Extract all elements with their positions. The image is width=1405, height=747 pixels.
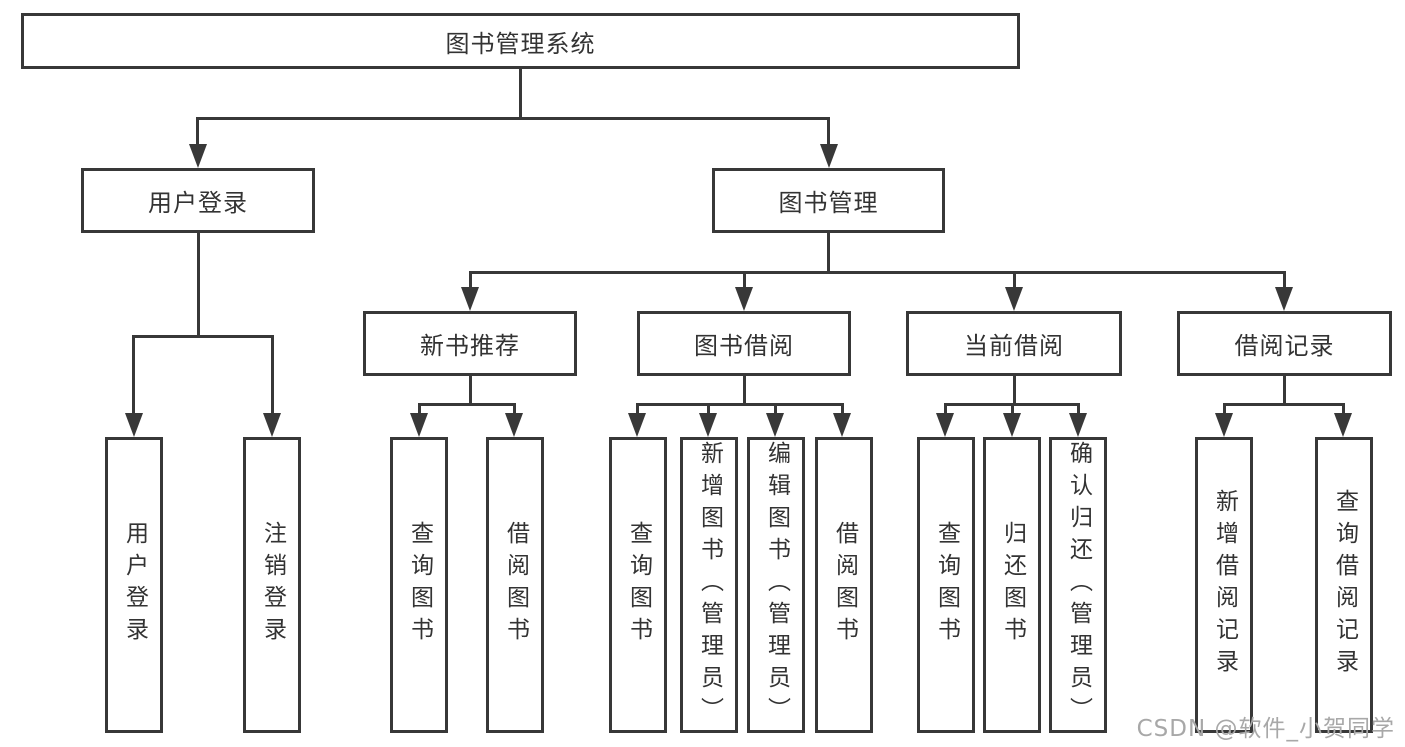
connector-shaft bbox=[707, 403, 710, 417]
node-book-borrowing: 图书借阅 bbox=[637, 311, 851, 376]
arrowhead-down-icon bbox=[1334, 413, 1352, 437]
leaf-query-books-recommend: 查询图书 bbox=[390, 437, 448, 733]
node-label: 图书管理 bbox=[778, 189, 879, 217]
arrowhead-down-icon bbox=[125, 413, 143, 437]
connector-root-stem bbox=[519, 69, 522, 117]
leaf-query-borrow-record: 查询借阅记录 bbox=[1315, 437, 1373, 733]
connector-shaft bbox=[1011, 403, 1014, 417]
arrowhead-down-icon bbox=[461, 287, 479, 311]
arrowhead-down-icon bbox=[410, 413, 428, 437]
node-user-login: 用户登录 bbox=[81, 168, 315, 233]
connector-shaft bbox=[196, 117, 199, 147]
leaf-query-books-current: 查询图书 bbox=[917, 437, 975, 733]
connector-shaft bbox=[132, 335, 135, 415]
arrowhead-down-icon bbox=[1275, 287, 1293, 311]
arrowhead-down-icon bbox=[1069, 413, 1087, 437]
leaf-add-book-admin: 新增图书（管理员） bbox=[680, 437, 738, 733]
connector-shaft bbox=[827, 117, 830, 147]
node-label: 借阅图书 bbox=[502, 521, 529, 649]
connector-root-hbar bbox=[197, 117, 830, 120]
node-label: 新书推荐 bbox=[420, 332, 520, 360]
connector-shaft bbox=[1077, 403, 1080, 417]
connector-shaft bbox=[1013, 271, 1016, 290]
connector-stem bbox=[1283, 376, 1286, 403]
node-library-management-system: 图书管理系统 bbox=[21, 13, 1020, 69]
connector-shaft bbox=[774, 403, 777, 417]
node-label: 查询图书 bbox=[406, 521, 433, 649]
node-label: 图书管理系统 bbox=[445, 29, 596, 58]
arrowhead-down-icon bbox=[505, 413, 523, 437]
arrowhead-down-icon bbox=[1003, 413, 1021, 437]
connector-userlogin-hbar bbox=[132, 335, 274, 338]
node-new-book-recommend: 新书推荐 bbox=[363, 311, 577, 376]
arrowhead-down-icon bbox=[1005, 287, 1023, 311]
arrowhead-down-icon bbox=[833, 413, 851, 437]
node-label: 借阅记录 bbox=[1234, 332, 1335, 360]
connector-stem bbox=[743, 376, 746, 403]
connector-stem bbox=[469, 376, 472, 403]
arrowhead-down-icon bbox=[263, 413, 281, 437]
node-label: 查询图书 bbox=[933, 521, 960, 649]
arrowhead-down-icon bbox=[699, 413, 717, 437]
csdn-watermark: CSDN @软件_小贺同学 bbox=[1136, 716, 1395, 742]
leaf-return-book: 归还图书 bbox=[983, 437, 1041, 733]
connector-shaft bbox=[418, 403, 421, 417]
arrowhead-down-icon bbox=[628, 413, 646, 437]
leaf-query-books-borrow: 查询图书 bbox=[609, 437, 667, 733]
connector-hbar bbox=[418, 403, 516, 406]
node-borrowing-records: 借阅记录 bbox=[1177, 311, 1392, 376]
leaf-borrow-books: 借阅图书 bbox=[815, 437, 873, 733]
arrowhead-down-icon bbox=[735, 287, 753, 311]
node-label: 注销登录 bbox=[259, 521, 286, 649]
arrowhead-down-icon bbox=[189, 144, 207, 168]
connector-hbar bbox=[636, 403, 844, 406]
arrowhead-down-icon bbox=[766, 413, 784, 437]
connector-shaft bbox=[1342, 403, 1345, 417]
node-label: 新增借阅记录 bbox=[1211, 489, 1238, 681]
node-label: 当前借阅 bbox=[964, 332, 1064, 360]
leaf-logout: 注销登录 bbox=[243, 437, 301, 733]
connector-stem bbox=[1013, 376, 1016, 403]
node-label: 确认归还（管理员） bbox=[1065, 441, 1092, 729]
connector-bookmgmt-hbar bbox=[469, 271, 1285, 274]
node-label: 图书借阅 bbox=[694, 332, 794, 360]
node-book-management: 图书管理 bbox=[712, 168, 945, 233]
node-label: 归还图书 bbox=[999, 521, 1026, 649]
leaf-confirm-return-admin: 确认归还（管理员） bbox=[1049, 437, 1107, 733]
connector-shaft bbox=[271, 335, 274, 415]
leaf-add-borrow-record: 新增借阅记录 bbox=[1195, 437, 1253, 733]
connector-shaft bbox=[1223, 403, 1226, 417]
node-label: 借阅图书 bbox=[831, 521, 858, 649]
connector-shaft bbox=[743, 271, 746, 290]
node-label: 编辑图书（管理员） bbox=[763, 441, 790, 729]
node-current-borrowing: 当前借阅 bbox=[906, 311, 1122, 376]
connector-shaft bbox=[636, 403, 639, 417]
arrowhead-down-icon bbox=[820, 144, 838, 168]
connector-userlogin-stem bbox=[197, 233, 200, 335]
leaf-edit-book-admin: 编辑图书（管理员） bbox=[747, 437, 805, 733]
arrowhead-down-icon bbox=[1215, 413, 1233, 437]
node-label: 查询图书 bbox=[625, 521, 652, 649]
node-label: 查询借阅记录 bbox=[1331, 489, 1358, 681]
leaf-user-login: 用户登录 bbox=[105, 437, 163, 733]
connector-shaft bbox=[944, 403, 947, 417]
node-label: 用户登录 bbox=[121, 521, 148, 649]
leaf-borrow-books-recommend: 借阅图书 bbox=[486, 437, 544, 733]
node-label: 新增图书（管理员） bbox=[696, 441, 723, 729]
connector-shaft bbox=[841, 403, 844, 417]
connector-shaft bbox=[1283, 271, 1286, 290]
connector-shaft bbox=[469, 271, 472, 290]
connector-shaft bbox=[513, 403, 516, 417]
node-label: 用户登录 bbox=[148, 189, 248, 217]
connector-bookmgmt-stem bbox=[827, 233, 830, 271]
connector-hbar bbox=[1223, 403, 1345, 406]
arrowhead-down-icon bbox=[936, 413, 954, 437]
